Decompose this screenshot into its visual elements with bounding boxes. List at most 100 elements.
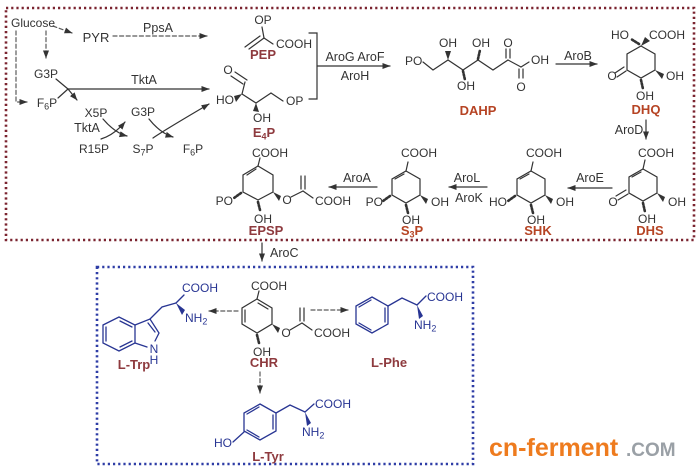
pep-name: PEP (250, 47, 276, 62)
chr-cooh1: COOH (251, 279, 287, 293)
condensation-bracket (308, 32, 391, 100)
chr-branch-dashed-arrows (208, 307, 349, 394)
s3p-po: PO (366, 195, 383, 209)
black-wedge-bonds (234, 37, 665, 333)
arob-enzyme-label: AroB (564, 49, 592, 63)
dhs-cooh: COOH (638, 146, 674, 160)
shk-ho: HO (489, 195, 507, 209)
aroh-enzyme-label: AroH (341, 69, 369, 83)
watermark-brand: cn-ferment (489, 434, 619, 462)
chr-cooh2: COOH (314, 326, 350, 340)
dhs-structure (615, 159, 658, 214)
shk-name: SHK (524, 223, 552, 238)
shk-oh2: OH (556, 195, 574, 209)
watermark-suffix: .COM (626, 440, 676, 461)
dahp-o1: O (503, 36, 512, 50)
dhq-oh2: OH (636, 89, 654, 103)
ltyr-structure (232, 403, 315, 443)
dhs-o: O (608, 195, 617, 209)
s3p-structure (381, 161, 421, 215)
ltyr-cooh: COOH (315, 397, 351, 411)
f6p-label-b: F6P (183, 142, 203, 158)
tkta-enzyme-label-b: TktA (74, 121, 100, 135)
ppsa-enzyme-label: PpsA (143, 21, 174, 35)
r15p-label: R15P (79, 142, 109, 156)
e4p-oh: OH (253, 111, 271, 125)
glucose-label: Glucose (11, 16, 55, 30)
dahp-oh3: OH (472, 36, 490, 50)
ltrp-nh2: NH2 (185, 311, 207, 327)
upper-pathway-box (4, 6, 696, 242)
ltrp-h: H (150, 353, 159, 367)
s3p-cooh: COOH (401, 146, 437, 160)
dhq-structure (614, 37, 656, 91)
dahp-o2: O (516, 80, 525, 94)
dhq-name: DHQ (632, 102, 661, 117)
chr-name: CHR (250, 355, 279, 370)
lphe-name: L-Phe (371, 355, 407, 370)
e4p-ho: HO (216, 93, 234, 107)
arol-enzyme-label: AroL (454, 171, 480, 185)
arog-arof-enzyme-label: AroG AroF (325, 50, 384, 64)
pep-op: OP (254, 13, 271, 27)
dahp-oh4: OH (531, 53, 549, 67)
lphe-structure (355, 295, 427, 334)
dahp-name: DAHP (460, 103, 497, 118)
e4p-op: OP (286, 94, 303, 108)
chr-o: O (281, 326, 290, 340)
epsp-o: O (282, 193, 291, 207)
s7p-label: S7P (132, 142, 153, 158)
ltrp-n: N (150, 342, 159, 356)
e4p-structure (230, 71, 284, 104)
glycolysis-cluster-arrows (55, 78, 210, 140)
dahp-oh1: OH (439, 36, 457, 50)
dhq-oh1: OH (666, 69, 684, 83)
epsp-cooh2: COOH (315, 194, 351, 208)
reaction-arrows (259, 61, 649, 262)
chr-structure (241, 290, 313, 345)
dhq-ho: HO (611, 28, 629, 42)
dhq-cooh: COOH (649, 28, 685, 42)
watermark: cn-ferment .COM (487, 432, 678, 464)
ltrp-structure (102, 294, 185, 352)
ltyr-nh2: NH2 (302, 425, 324, 441)
epsp-po: PO (216, 194, 233, 208)
shk-cooh: COOH (526, 146, 562, 160)
dahp-po: PO (405, 54, 422, 68)
dhq-o: O (607, 69, 616, 83)
ltrp-name: L-Trp (118, 357, 151, 372)
ltrp-cooh: COOH (182, 281, 218, 295)
e4p-name: E4P (253, 125, 276, 142)
ltyr-ho: HO (214, 436, 232, 450)
pep-cooh: COOH (276, 37, 312, 51)
glycolysis-dashed-arrows (15, 25, 208, 105)
aroe-enzyme-label: AroE (576, 171, 604, 185)
aroa-enzyme-label: AroA (343, 171, 371, 185)
g3p-label-a: G3P (34, 67, 58, 81)
epsp-cooh1: COOH (252, 146, 288, 160)
dhs-name: DHS (636, 223, 664, 238)
dahp-structure (422, 48, 530, 82)
aroc-enzyme-label: AroC (270, 246, 298, 260)
ltyr-name: L-Tyr (252, 449, 284, 464)
dahp-oh2: OH (457, 79, 475, 93)
lphe-nh2: NH2 (414, 318, 436, 334)
s3p-name: S3P (401, 223, 424, 240)
chr-oh: OH (253, 345, 271, 359)
g3p-label-b: G3P (131, 105, 155, 119)
epsp-structure (232, 157, 314, 212)
arok-enzyme-label: AroK (455, 191, 483, 205)
blue-wedge-bonds (176, 303, 423, 426)
tkta-enzyme-label-a: TktA (131, 73, 157, 87)
pyr-label: PYR (83, 30, 110, 45)
x5p-label: X5P (85, 106, 108, 120)
shk-structure (506, 161, 546, 215)
e4p-o: O (223, 63, 232, 77)
epsp-name: EPSP (249, 223, 284, 238)
shk-oh1: OH (527, 213, 545, 227)
f6p-label-a: F6P (37, 96, 57, 112)
lower-pathway-box (95, 265, 475, 466)
dhs-oh1: OH (638, 212, 656, 226)
lphe-cooh: COOH (427, 290, 463, 304)
